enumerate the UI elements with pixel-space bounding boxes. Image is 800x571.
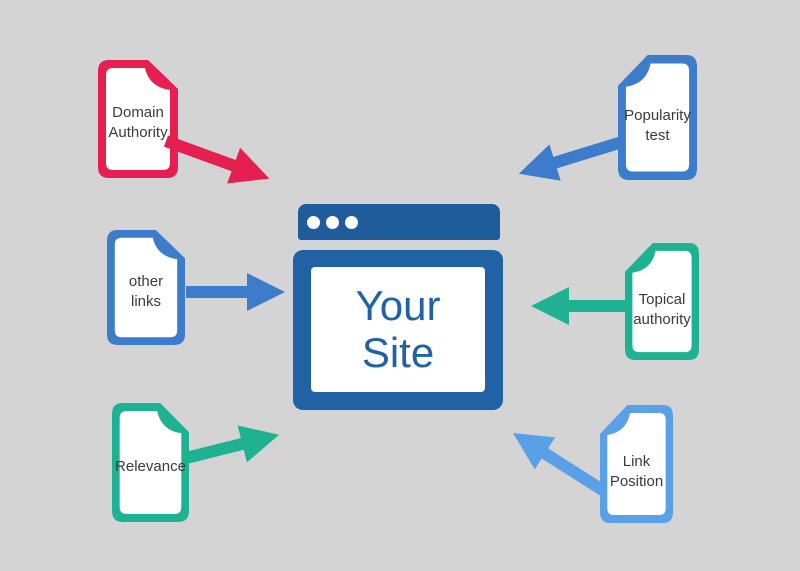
page-icon [625, 243, 699, 360]
arrow-relevance-icon [184, 425, 280, 464]
browser-window: Your Site [293, 250, 503, 410]
document-topical-authority: Topical authority [625, 243, 699, 360]
window-dot-icon [345, 215, 358, 229]
page-icon [618, 55, 697, 180]
page-icon [98, 60, 178, 178]
document-popularity-test: Popularity test [618, 55, 697, 180]
arrow-topical-authority-icon [531, 287, 630, 325]
window-dot-icon [326, 215, 339, 229]
arrow-popularity-test-icon [518, 136, 624, 181]
window-dot-icon [307, 215, 320, 229]
arrow-other-links-icon [186, 273, 285, 311]
arrow-domain-authority-icon [163, 135, 270, 184]
site-title: Your Site [311, 267, 485, 392]
page-icon [600, 405, 673, 523]
page-icon [112, 403, 189, 522]
document-relevance: Relevance [112, 403, 189, 522]
document-other-links: other links [107, 230, 185, 345]
arrow-link-position-icon [512, 432, 608, 497]
browser-titlebar [298, 204, 500, 240]
page-icon [107, 230, 185, 345]
